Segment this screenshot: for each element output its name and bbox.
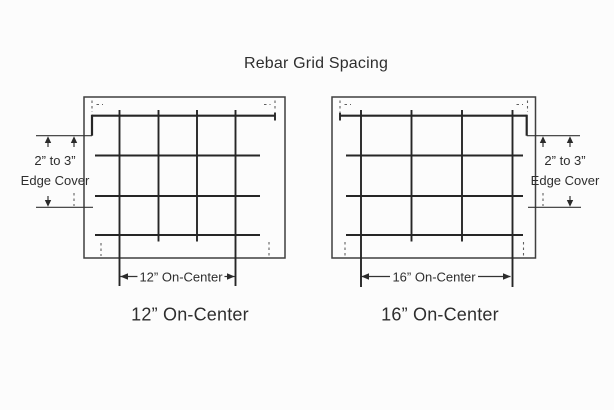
left-edge-cover-label: 2” to 3” Edge Cover [7,151,103,191]
down-arrow-icon [44,200,52,207]
left-arrow-icon [120,273,128,280]
up-arrow-icon [566,136,574,143]
up-arrow-icon [539,136,547,143]
left-arrow-icon [361,273,369,280]
right-corner-dashes [339,100,529,257]
left-vertical-rebar [118,110,237,286]
edge-cover-measure: 2” to 3” [34,153,76,168]
right-vertical-rebar [360,110,514,287]
right-arrow-icon [503,273,511,280]
edge-cover-caption: Edge Cover [20,173,90,188]
diagram-title: Rebar Grid Spacing [243,55,389,72]
left-top-rebar [90,112,276,136]
right-edge-cover-dimension [526,135,581,208]
down-arrow-icon [566,200,574,207]
right-spacing-dimension-label: 16” On-Center [390,269,478,285]
right-arrow-icon [227,273,235,280]
left-corner-dashes [91,100,276,257]
right-spacing-dimension [361,273,511,280]
left-edge-cover-dimension [36,135,93,208]
left-spacing-dimension-label: 12” On-Center [137,269,225,285]
right-horizontal-rebar [346,154,523,236]
right-top-rebar [339,112,528,136]
right-panel-caption: 16” On-Center [381,304,499,325]
edge-cover-caption: Edge Cover [530,173,600,188]
left-horizontal-rebar [95,154,260,236]
left-slab-outline [83,96,286,259]
up-arrow-icon [70,136,78,143]
edge-cover-measure: 2” to 3” [544,153,586,168]
right-slab-diagram [331,96,581,287]
right-edge-cover-label: 2” to 3” Edge Cover [517,151,613,191]
left-panel-caption: 12” On-Center [131,304,249,325]
up-arrow-icon [44,136,52,143]
left-slab-diagram [36,96,286,286]
right-slab-outline [331,96,537,259]
